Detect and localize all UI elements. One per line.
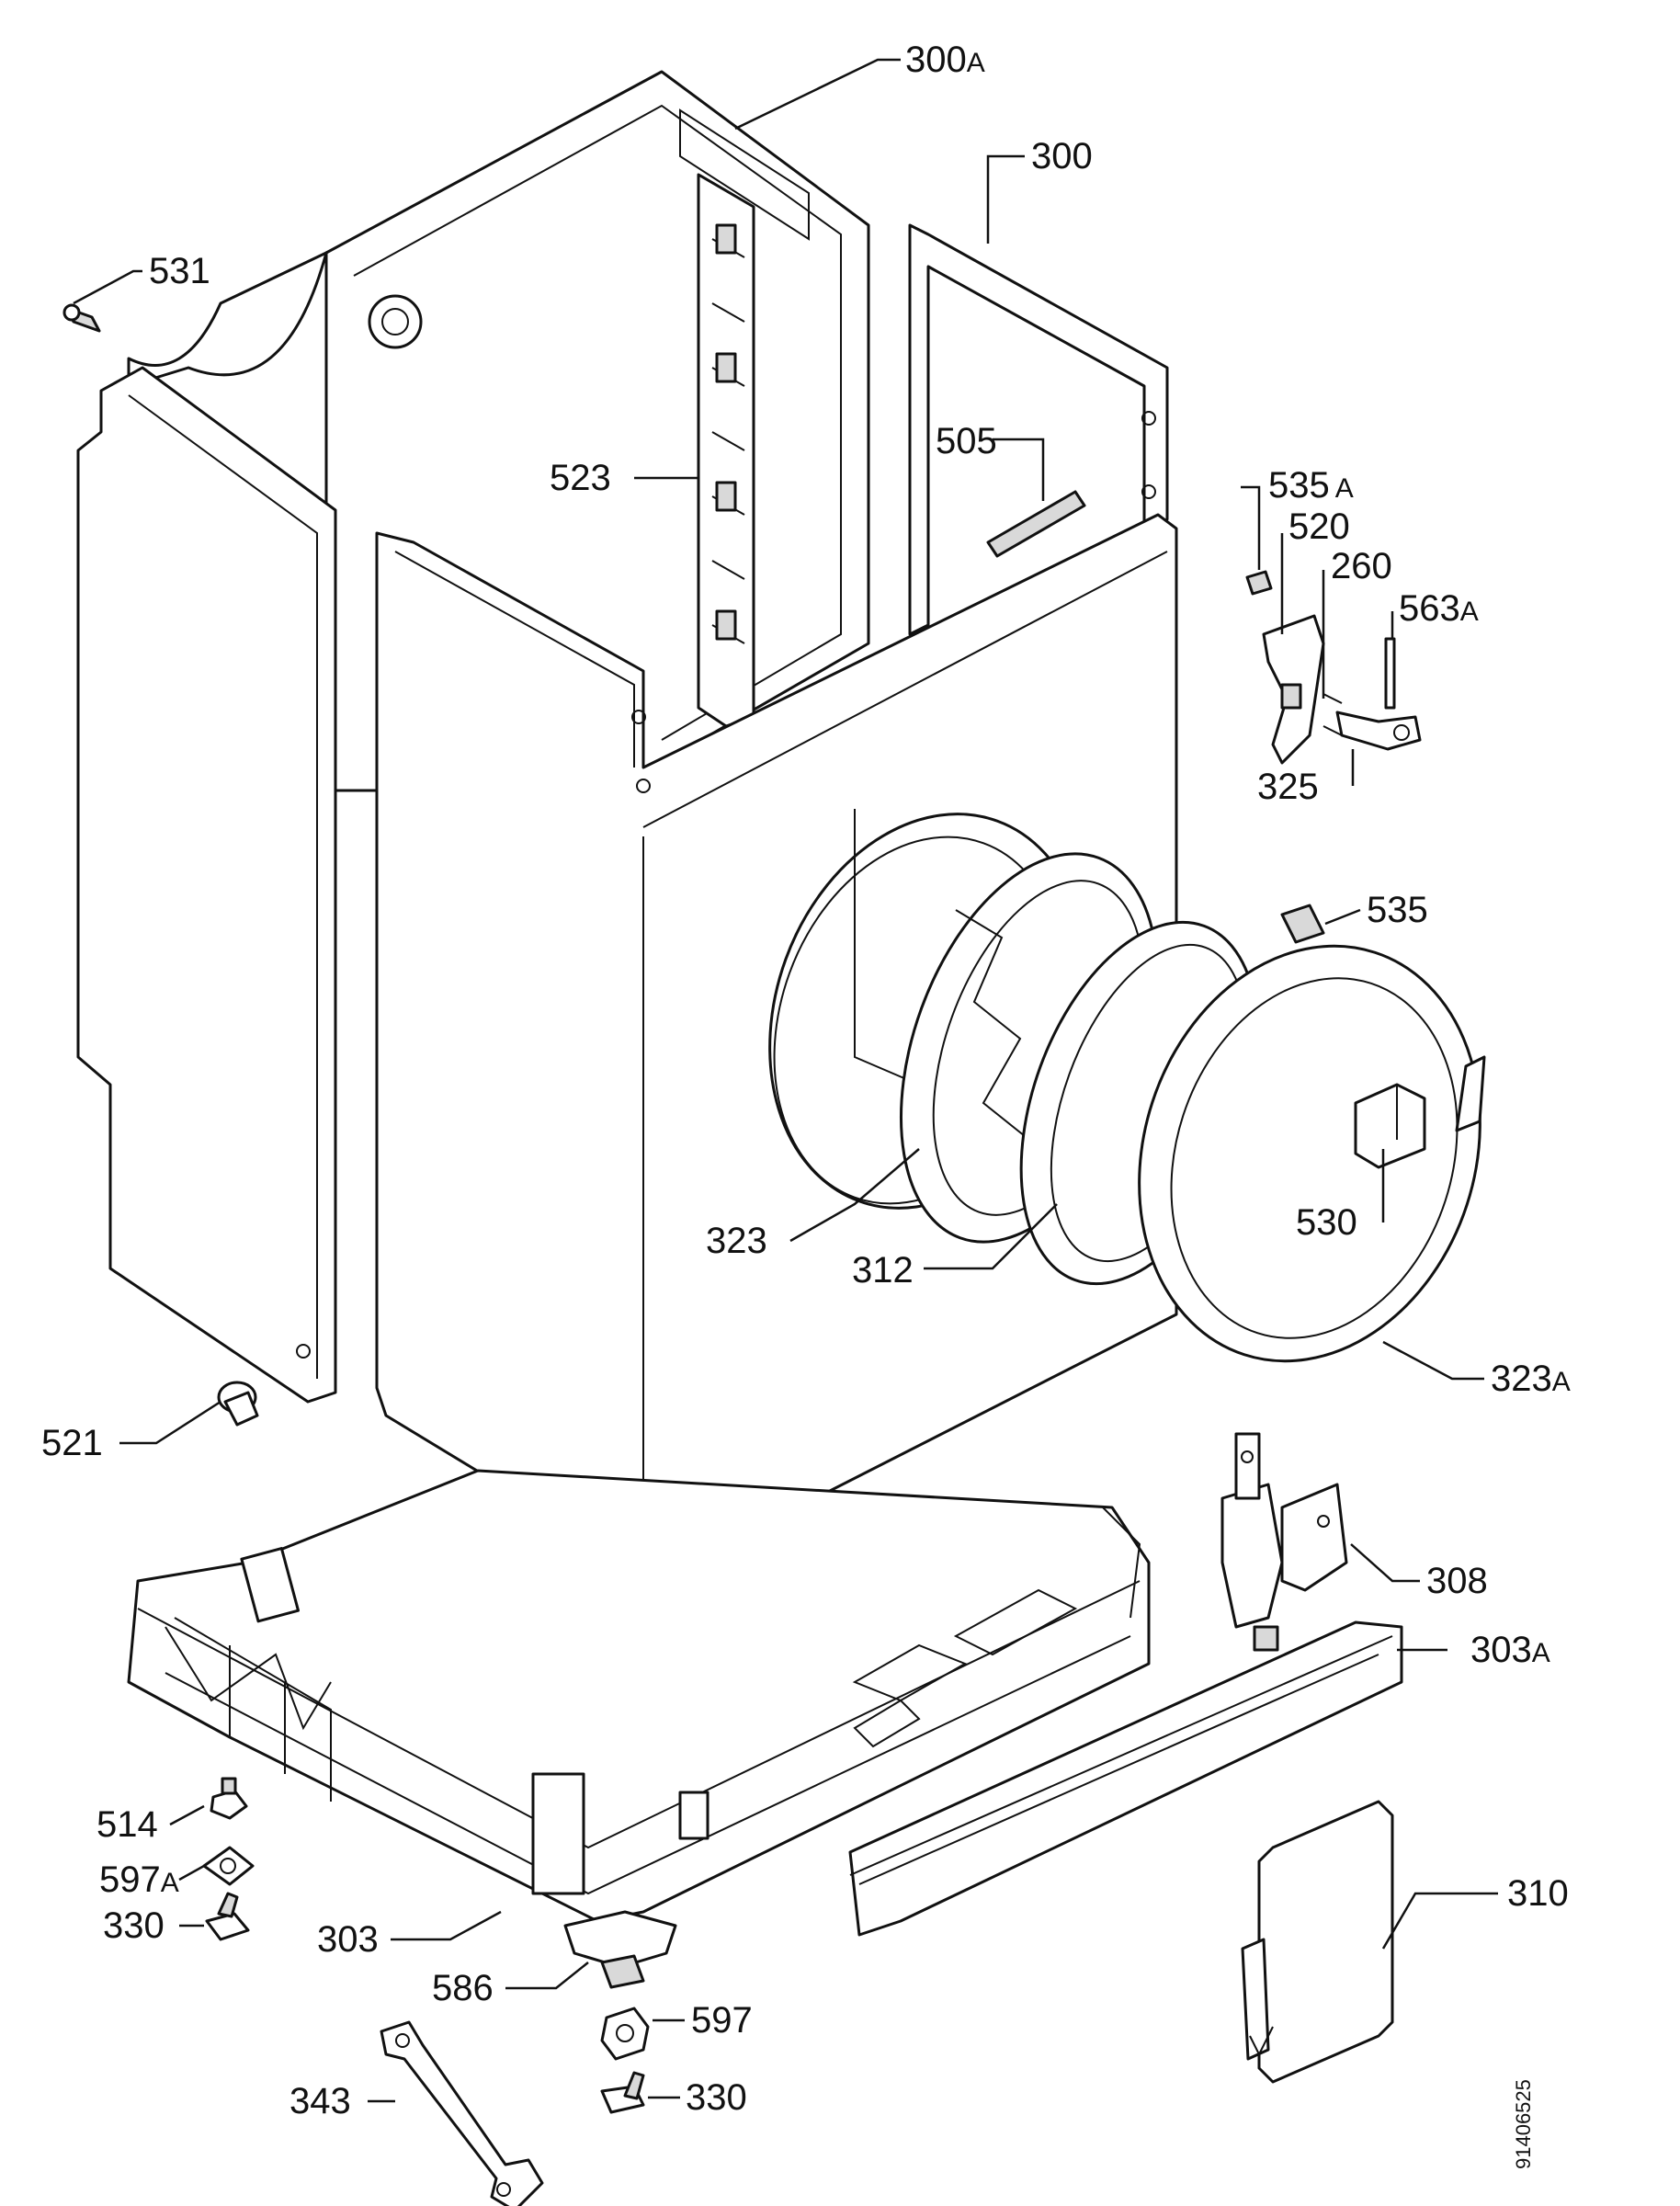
label-520: 520 bbox=[1288, 506, 1350, 547]
cable-support-523 bbox=[697, 173, 755, 728]
label-308: 308 bbox=[1426, 1561, 1488, 1601]
square-nut-597a bbox=[202, 1846, 255, 1886]
front-strip-303a bbox=[848, 1620, 1403, 1937]
foot-586 bbox=[563, 1910, 677, 1989]
cover-310 bbox=[1241, 1800, 1394, 2084]
label-325: 325 bbox=[1257, 767, 1319, 807]
wrench-343 bbox=[380, 2020, 544, 2206]
leader-lines bbox=[73, 58, 1498, 2103]
cap-535a bbox=[1245, 570, 1273, 596]
nut-597 bbox=[600, 2007, 650, 2061]
label-521: 521 bbox=[41, 1423, 103, 1463]
label-310: 310 bbox=[1507, 1873, 1569, 1914]
screw-330-lower bbox=[600, 2071, 645, 2114]
screw-531 bbox=[62, 303, 101, 333]
label-323: 323 bbox=[706, 1221, 767, 1261]
spring-260 bbox=[1322, 693, 1343, 736]
screw-521 bbox=[217, 1381, 259, 1427]
label-330-lower: 330 bbox=[686, 2077, 747, 2118]
label-535: 535 bbox=[1367, 890, 1428, 930]
label-343: 343 bbox=[289, 2081, 351, 2121]
drawing-code: 91406525 bbox=[1512, 2079, 1535, 2169]
label-531: 531 bbox=[149, 251, 210, 291]
plug-535 bbox=[1280, 904, 1325, 944]
door-323a bbox=[1138, 944, 1486, 1363]
label-586: 586 bbox=[432, 1968, 494, 2008]
label-514: 514 bbox=[96, 1804, 158, 1845]
label-523: 523 bbox=[550, 458, 611, 498]
door-lock-assembly bbox=[1245, 570, 1422, 765]
spring-505 bbox=[986, 490, 1086, 558]
door-handle-530 bbox=[1354, 1083, 1426, 1169]
nut-514 bbox=[210, 1777, 248, 1820]
base-frame-303 bbox=[127, 1469, 1151, 1923]
label-563a: 563A bbox=[1399, 588, 1479, 629]
label-300a: 300A bbox=[905, 40, 985, 80]
label-260: 260 bbox=[1331, 546, 1392, 586]
label-597: 597 bbox=[691, 2000, 753, 2041]
label-597a: 597A bbox=[99, 1859, 179, 1900]
label-303a: 303A bbox=[1470, 1630, 1550, 1670]
label-312: 312 bbox=[852, 1250, 914, 1291]
label-530: 530 bbox=[1296, 1202, 1357, 1243]
label-323a: 323A bbox=[1491, 1359, 1571, 1399]
side-panel bbox=[76, 366, 337, 1404]
front-frame-300 bbox=[908, 223, 1169, 636]
label-300: 300 bbox=[1031, 136, 1093, 176]
hinge-308 bbox=[1220, 1432, 1348, 1652]
lever-325 bbox=[1335, 711, 1422, 751]
label-303: 303 bbox=[317, 1919, 379, 1960]
label-330-upper: 330 bbox=[103, 1905, 165, 1946]
pin-563a bbox=[1384, 637, 1396, 710]
label-505: 505 bbox=[936, 421, 997, 461]
screw-330-upper bbox=[205, 1892, 250, 1941]
